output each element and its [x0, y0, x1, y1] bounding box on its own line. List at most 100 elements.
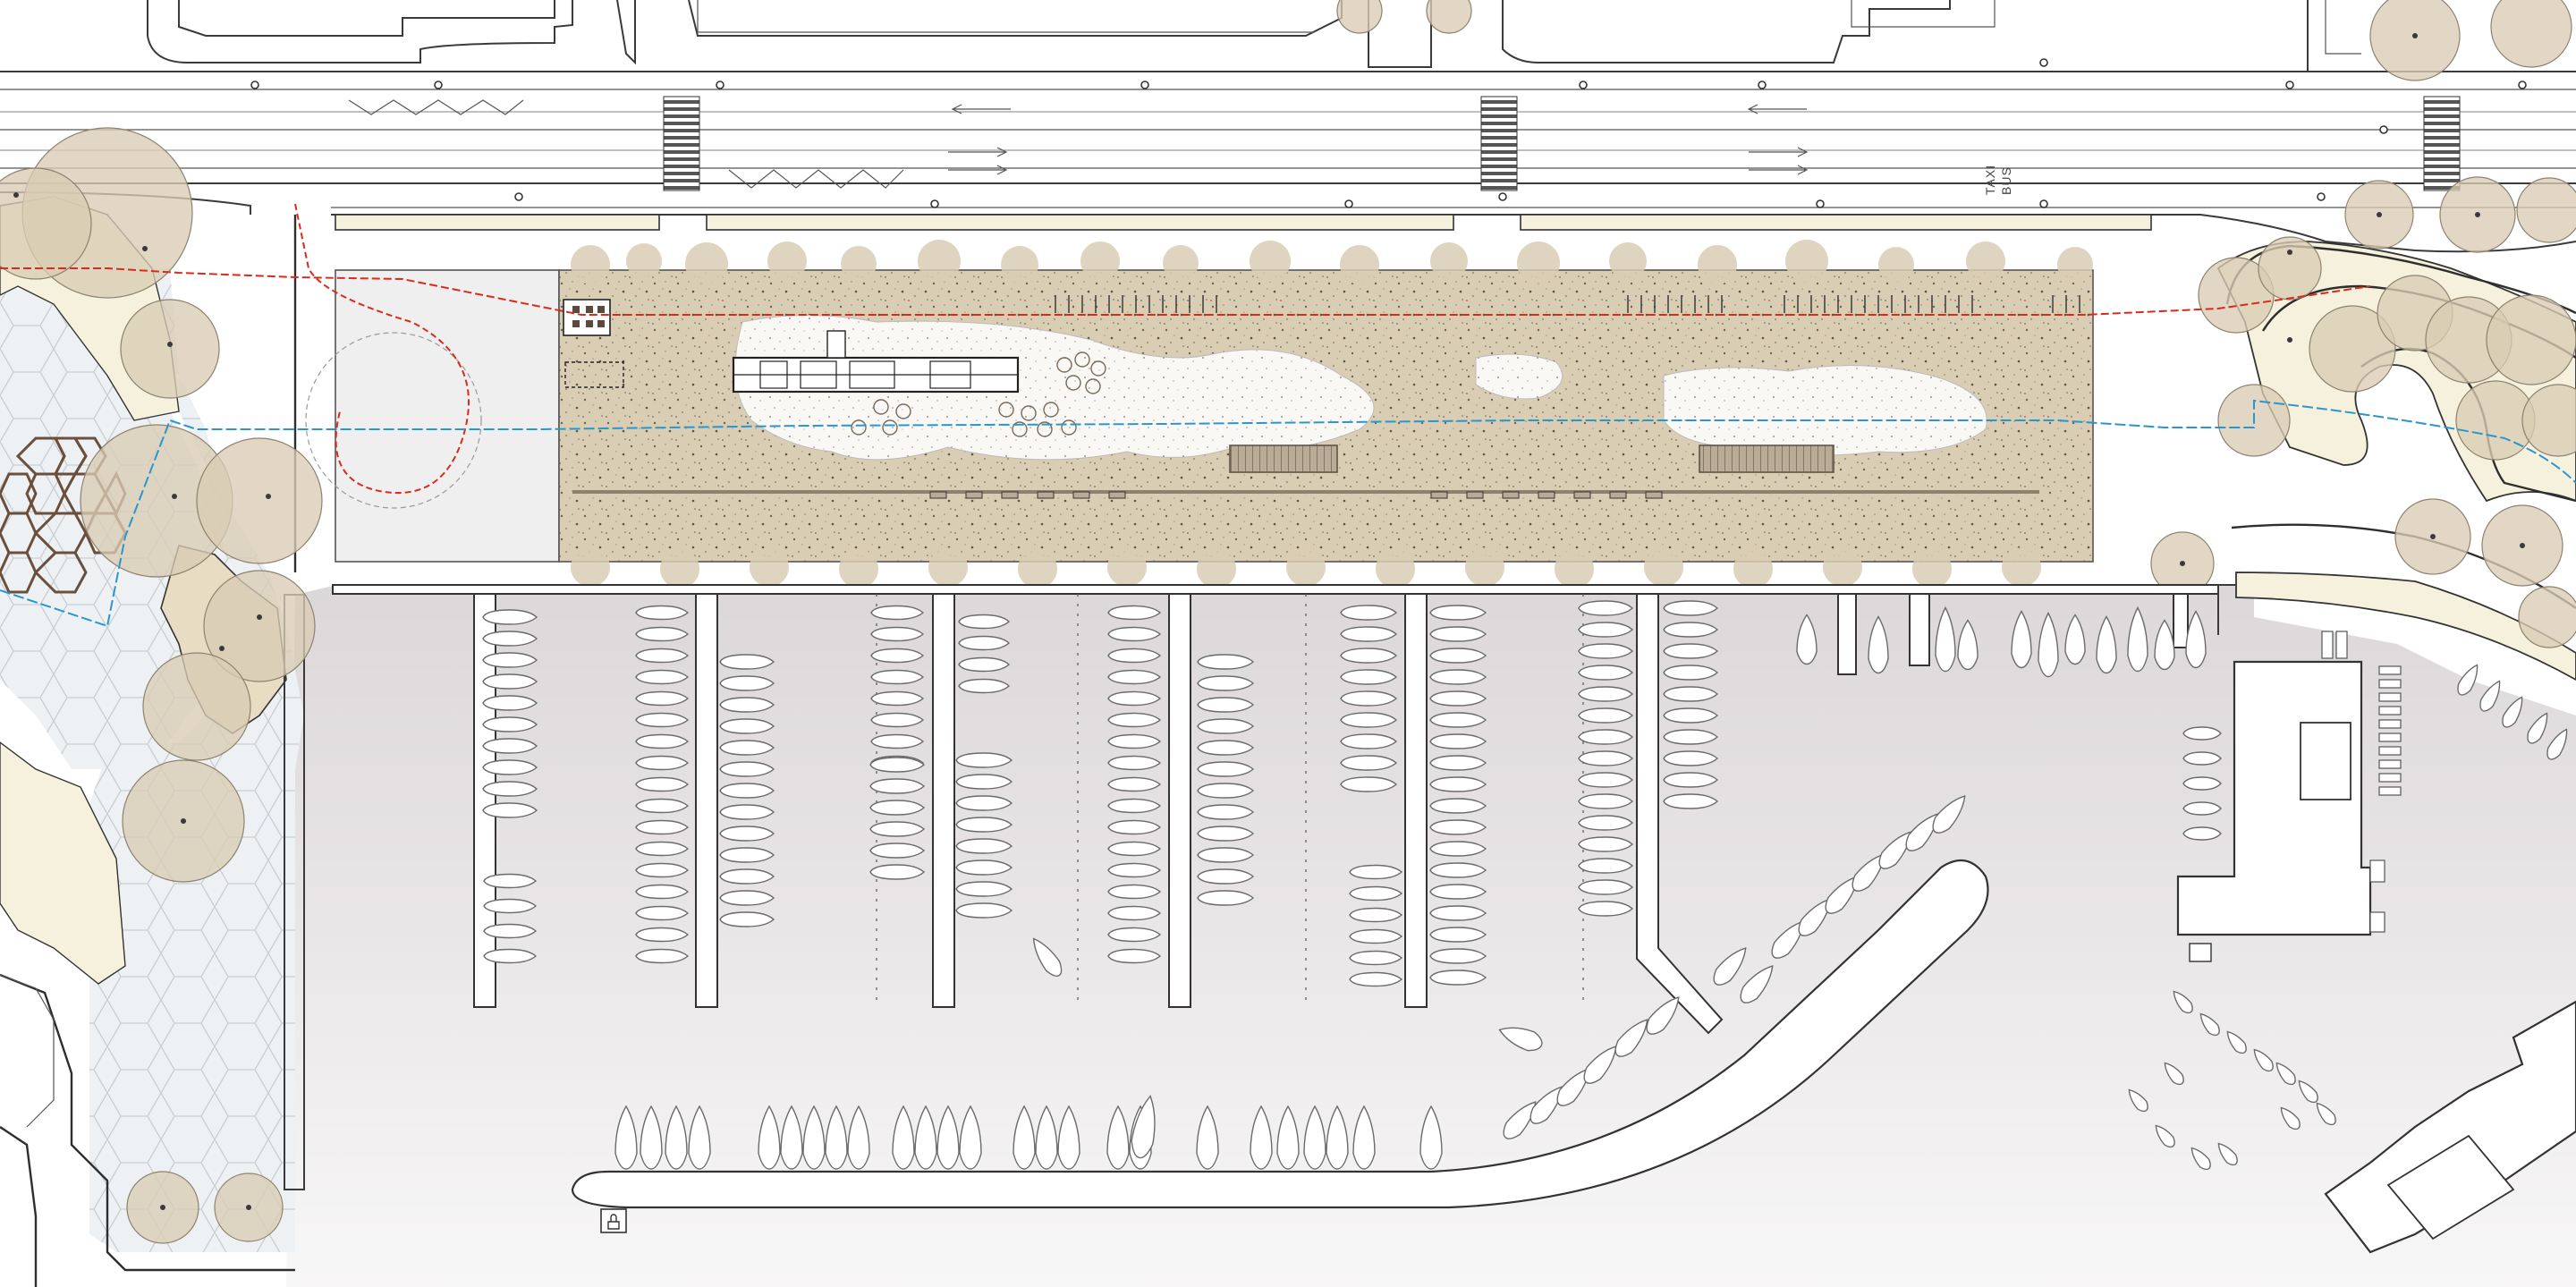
east-promenade-curve — [2235, 572, 2576, 682]
boat-icon — [482, 716, 538, 732]
boat-icon — [483, 923, 538, 939]
boat-icon — [1771, 920, 1805, 959]
boat-icon — [2164, 1062, 2184, 1086]
boat-icon — [2182, 801, 2222, 816]
boat-icon — [1503, 1101, 1537, 1139]
boat-icon — [1498, 1027, 1543, 1052]
boat-icon — [1326, 1105, 1349, 1170]
boat-icon — [1429, 948, 1487, 964]
boat-icon — [1429, 648, 1487, 664]
boat-icon — [719, 847, 775, 863]
boat-icon — [2185, 610, 2207, 669]
boat-icon — [482, 781, 538, 797]
boat-icon — [2064, 614, 2086, 665]
boat-icon — [1197, 697, 1255, 713]
boat-icon — [1035, 1105, 1058, 1170]
boat-icon — [1663, 707, 1719, 724]
boat-icon — [2128, 1088, 2148, 1113]
boat-icon — [482, 631, 538, 647]
boat-icon — [1107, 605, 1162, 621]
boat-icon — [1429, 755, 1487, 771]
boat-icon — [2217, 1142, 2238, 1166]
breakwater-jetty — [571, 859, 1989, 1209]
boat-icon — [1197, 654, 1255, 670]
boat-icon — [1663, 793, 1719, 809]
boat-icon — [1107, 776, 1162, 792]
boat-icon — [1578, 750, 1634, 766]
bus-island-2 — [706, 214, 1454, 231]
boat-icon — [635, 819, 690, 835]
boat-icon — [719, 826, 775, 842]
flower-cluster — [851, 351, 1106, 437]
boat-icon — [2173, 990, 2193, 1014]
boat-icon — [482, 652, 538, 668]
boat-icon — [1578, 643, 1634, 659]
boat-icon — [1530, 1086, 1563, 1124]
boat-icon — [2275, 1062, 2296, 1086]
boat-icon — [1578, 707, 1634, 724]
boat-icon — [1107, 948, 1162, 964]
boat-icon — [1303, 1105, 1326, 1170]
boat-icon — [1340, 648, 1398, 664]
boat-icon — [1197, 740, 1255, 756]
boat-icon — [1429, 776, 1487, 792]
boat-icon — [1429, 798, 1487, 814]
boat-icon — [1197, 890, 1255, 906]
boat-icon — [2502, 696, 2523, 728]
boat-icon — [870, 690, 925, 707]
bike-rack — [1055, 295, 2080, 313]
boat-icon — [1578, 901, 1634, 917]
boat-icon — [1131, 1095, 1156, 1159]
boat-icon — [2182, 726, 2222, 741]
boat-icon — [635, 605, 690, 621]
boat-icon — [780, 1105, 803, 1170]
boat-icon — [719, 718, 775, 734]
road-marking-bus: BUS — [1999, 166, 2013, 195]
boat-icon — [1663, 729, 1719, 745]
boat-icon — [1340, 755, 1398, 771]
boat-icon — [1429, 862, 1487, 878]
boat-icon — [1419, 1105, 1443, 1170]
boat-icon — [1340, 712, 1398, 728]
blue-waterline-route — [0, 399, 2576, 628]
boat-icon — [1578, 793, 1634, 809]
boat-icon — [1276, 1105, 1300, 1170]
boat-icon — [1197, 826, 1255, 842]
boat-icon — [635, 669, 690, 685]
boat-icon — [635, 927, 690, 943]
boat-icon — [1646, 996, 1680, 1035]
boat-icon — [958, 678, 1011, 694]
boat-icon — [483, 898, 538, 914]
boats — [482, 600, 2568, 1171]
boat-icon — [1932, 795, 1966, 834]
boat-icon — [1429, 605, 1487, 621]
boat-icon — [1429, 733, 1487, 749]
boat-icon — [869, 757, 926, 773]
boat-icon — [1107, 798, 1162, 814]
boat-icon — [665, 1105, 688, 1170]
boat-icon — [1429, 927, 1487, 943]
boat-icon — [958, 614, 1011, 630]
boat-icon — [955, 881, 1013, 897]
boat-icon — [1340, 626, 1398, 642]
boat-icon — [635, 905, 690, 921]
arrow-icon — [948, 104, 1809, 175]
boat-icon — [1905, 813, 1939, 851]
boat-icon — [869, 778, 926, 794]
boat-icon — [2182, 751, 2222, 766]
boat-icon — [1107, 733, 1162, 749]
boat-icon — [635, 948, 690, 964]
boat-icon — [1878, 831, 1912, 869]
boat-icon — [1663, 622, 1719, 638]
boat-icon — [1197, 804, 1255, 820]
boat-icon — [1106, 1105, 1130, 1170]
crosswalk-icon — [663, 96, 700, 191]
boat-icon — [1107, 819, 1162, 835]
boat-icon — [1429, 841, 1487, 857]
clearing-light-2 — [1663, 365, 1987, 456]
boat-icon — [869, 864, 926, 880]
boat-icon — [1107, 669, 1162, 685]
boat-icon — [635, 798, 690, 814]
boat-icon — [1429, 905, 1487, 921]
plaza-gray — [335, 269, 560, 563]
